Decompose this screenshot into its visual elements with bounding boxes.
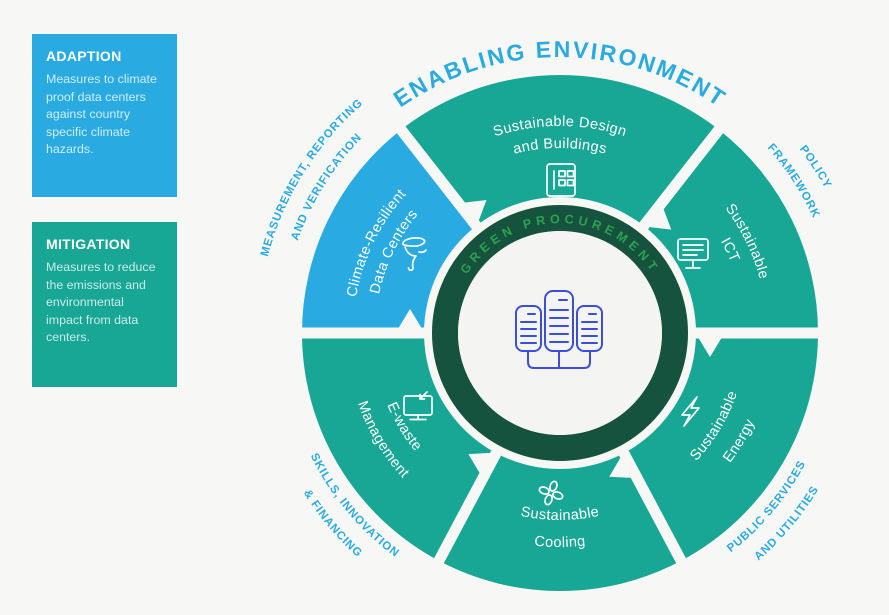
segment-climate-resilient (302, 129, 477, 333)
segment-ewaste-management (302, 333, 497, 561)
building-icon (546, 163, 576, 197)
adaption-card-title: ADAPTION (46, 48, 122, 64)
segment-sustainable-design (401, 74, 719, 226)
adaption-card: ADAPTION Measures to climate proof data … (32, 34, 177, 197)
segment-label-line: and Buildings (512, 136, 609, 158)
flow-arrow-icon (468, 452, 502, 483)
mitigation-card-body: Measures to reduce the emissions and env… (46, 260, 156, 345)
segment-label-line: Sustainable (519, 504, 600, 524)
monitor-recycle-icon (403, 391, 433, 421)
segment-sustainable-ict (643, 129, 818, 333)
segment-label-cooling: Sustainable Cooling (519, 504, 600, 551)
mitigation-card-title: MITIGATION (46, 236, 131, 252)
server-ict-icon (677, 238, 709, 269)
flow-arrow-icon (609, 448, 642, 479)
data-center-servers-icon (515, 290, 603, 369)
flow-arrow-icon (638, 198, 672, 230)
flow-arrow-icon (453, 200, 487, 231)
flow-arrow-icon (693, 329, 727, 357)
mitigation-card: MITIGATION Measures to reduce the emissi… (32, 222, 177, 387)
climate-whirlwind-icon (401, 237, 427, 272)
segment-sustainable-cooling (438, 453, 682, 591)
lightning-bolt-icon (681, 396, 700, 427)
segment-label-line: Cooling (534, 533, 587, 551)
segment-sustainable-energy (623, 333, 818, 561)
wheel-segments (302, 74, 818, 591)
fan-cooling-icon (538, 480, 564, 506)
green-procurement-ring (432, 205, 688, 461)
flow-arrow-icon (393, 309, 427, 337)
segment-dividers (294, 120, 826, 571)
adaption-card-body: Measures to climate proof data centers a… (46, 72, 157, 157)
